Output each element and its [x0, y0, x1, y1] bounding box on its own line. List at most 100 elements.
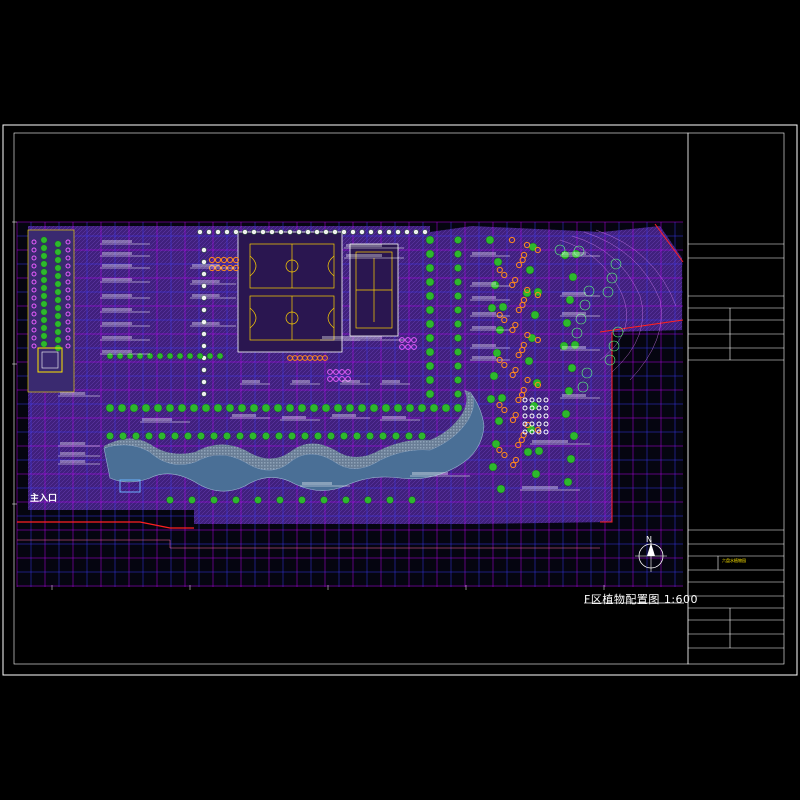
label-text-mark	[562, 312, 586, 315]
label-text-mark	[60, 452, 86, 455]
tree-symbol-icon	[287, 229, 293, 235]
tree-symbol-icon	[201, 271, 207, 277]
tree-symbol-icon	[333, 403, 343, 413]
tree-symbol-icon	[225, 403, 235, 413]
tree-symbol-icon	[40, 308, 48, 316]
shrub-symbol-icon	[232, 256, 240, 264]
tree-symbol-icon	[606, 272, 618, 284]
tree-symbol-icon	[405, 432, 413, 440]
tree-symbol-icon	[309, 403, 319, 413]
tree-symbol-icon	[141, 403, 151, 413]
tree-symbol-icon	[425, 291, 435, 301]
shrub-symbol-icon	[65, 263, 71, 269]
tree-symbol-icon	[393, 403, 403, 413]
tree-symbol-icon	[201, 379, 207, 385]
shrub-symbol-icon	[65, 311, 71, 317]
shrub-symbol-icon	[543, 429, 549, 435]
shrub-symbol-icon	[65, 271, 71, 277]
basketball-courts	[237, 231, 343, 353]
shrub-symbol-icon	[524, 286, 531, 294]
shrub-symbol-icon	[523, 241, 531, 249]
shrub-symbol-icon	[405, 344, 411, 350]
tree-symbol-icon	[54, 336, 62, 344]
tree-symbol-icon	[531, 469, 541, 479]
tree-symbol-icon	[528, 242, 538, 252]
tree-symbol-icon	[288, 432, 296, 440]
shrub-symbol-icon	[411, 337, 417, 343]
tree-symbol-icon	[608, 340, 620, 352]
shrub-symbol-icon	[543, 405, 549, 411]
tree-symbol-icon	[40, 244, 48, 252]
shrub-symbol-icon	[529, 421, 535, 427]
label-text-mark	[562, 346, 586, 349]
shrub-symbol-icon	[515, 441, 522, 449]
tree-symbol-icon	[563, 477, 573, 487]
north-label: N	[646, 535, 652, 544]
tree-symbol-icon	[530, 310, 540, 320]
shrub-symbol-icon	[65, 343, 71, 349]
shrub-symbol-icon	[65, 327, 71, 333]
shrub-symbol-icon	[65, 287, 71, 293]
tree-symbol-icon	[369, 403, 379, 413]
tree-symbol-icon	[491, 439, 501, 449]
label-text-mark	[242, 380, 260, 383]
tree-symbol-icon	[321, 403, 331, 413]
tree-symbol-icon	[413, 229, 419, 235]
shrub-symbol-icon	[529, 397, 535, 403]
tree-symbol-icon	[201, 331, 207, 337]
tree-symbol-icon	[40, 252, 48, 260]
tree-symbol-icon	[136, 352, 144, 360]
shrub-symbol-icon	[529, 429, 535, 435]
tree-symbol-icon	[54, 304, 62, 312]
slope-contours	[559, 229, 677, 381]
tree-symbol-icon	[524, 356, 534, 366]
shrub-symbol-icon	[496, 266, 503, 274]
tree-symbol-icon	[276, 496, 284, 504]
tree-symbol-icon	[297, 403, 307, 413]
tree-symbol-icon	[201, 319, 207, 325]
tree-symbol-icon	[201, 391, 207, 397]
shrub-symbol-icon	[65, 303, 71, 309]
tree-symbol-icon	[166, 496, 174, 504]
label-text-mark	[232, 414, 256, 417]
tree-symbol-icon	[54, 256, 62, 264]
shrub-symbol-icon	[411, 344, 417, 350]
tree-symbol-icon	[353, 432, 361, 440]
tree-symbol-icon	[223, 432, 231, 440]
tree-symbol-icon	[612, 326, 624, 338]
shrub-symbol-icon	[536, 413, 542, 419]
tree-symbol-icon	[40, 276, 48, 284]
tree-symbol-icon	[156, 352, 164, 360]
tree-symbol-icon	[285, 403, 295, 413]
shrub-symbol-icon	[405, 337, 411, 343]
tree-symbol-icon	[237, 403, 247, 413]
tree-symbol-icon	[54, 320, 62, 328]
tree-symbol-icon	[254, 496, 262, 504]
tree-symbol-icon	[404, 229, 410, 235]
label-text-mark	[192, 322, 220, 325]
tree-symbol-icon	[54, 264, 62, 272]
tree-symbol-icon	[454, 334, 462, 342]
shrub-symbol-icon	[512, 276, 519, 284]
shrub-symbol-icon	[31, 295, 37, 301]
tree-symbol-icon	[260, 229, 266, 235]
tree-symbol-icon	[40, 324, 48, 332]
shrub-symbol-icon	[515, 351, 522, 359]
tree-symbol-icon	[490, 280, 500, 290]
north-arrow-icon	[635, 540, 667, 572]
tree-symbol-icon	[368, 229, 374, 235]
tree-symbol-icon	[425, 249, 435, 259]
shrub-symbol-icon	[31, 311, 37, 317]
tree-symbol-icon	[201, 259, 207, 265]
label-text-mark	[102, 322, 132, 325]
shrub-symbol-icon	[31, 239, 37, 245]
shrub-symbol-icon	[333, 376, 339, 382]
shrub-symbol-icon	[536, 429, 542, 435]
tree-symbol-icon	[314, 229, 320, 235]
shrub-symbol-icon	[519, 256, 526, 264]
tree-symbol-icon	[106, 432, 114, 440]
tree-symbol-icon	[261, 403, 271, 413]
shrub-symbol-icon	[529, 413, 535, 419]
label-text-mark	[292, 380, 310, 383]
label-text-mark	[192, 280, 220, 283]
